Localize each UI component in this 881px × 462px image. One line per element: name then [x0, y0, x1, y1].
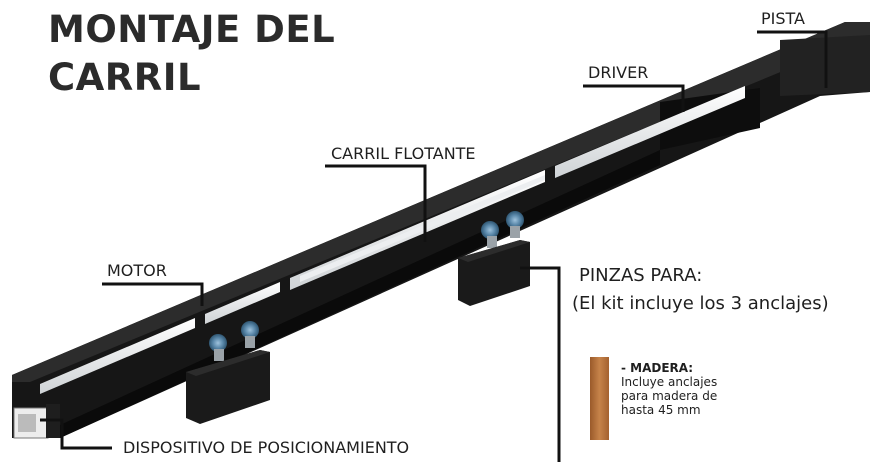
- title-line-2: CARRIL: [48, 56, 202, 99]
- label-kit: (El kit incluye los 3 anclajes): [572, 293, 829, 314]
- label-driver: DRIVER: [588, 63, 649, 82]
- clamp-rear: [458, 211, 530, 306]
- label-carril-flotante: CARRIL FLOTANTE: [331, 144, 476, 163]
- madera-desc-line-1: Incluye anclajes: [621, 375, 718, 389]
- madera-title: - MADERA:: [621, 361, 694, 375]
- label-dispositivo: DISPOSITIVO DE POSICIONAMIENTO: [123, 438, 410, 457]
- carril-insert: [40, 86, 745, 394]
- madera-desc-line-2: para madera de: [621, 389, 718, 403]
- label-pista: PISTA: [761, 9, 805, 28]
- positioning-device: [13, 404, 60, 439]
- clamp-front: [186, 321, 270, 424]
- label-pinzas: PINZAS PARA:: [579, 265, 703, 286]
- title-line-1: MONTAJE DEL: [48, 8, 336, 51]
- label-motor: MOTOR: [107, 261, 167, 280]
- madera-desc-line-3: hasta 45 mm: [621, 403, 701, 417]
- wood-sample: [590, 357, 609, 440]
- page-title: MONTAJE DEL CARRIL: [48, 6, 335, 102]
- leader-lines: [40, 30, 828, 462]
- madera-description: Incluye anclajes para madera de hasta 45…: [621, 375, 781, 417]
